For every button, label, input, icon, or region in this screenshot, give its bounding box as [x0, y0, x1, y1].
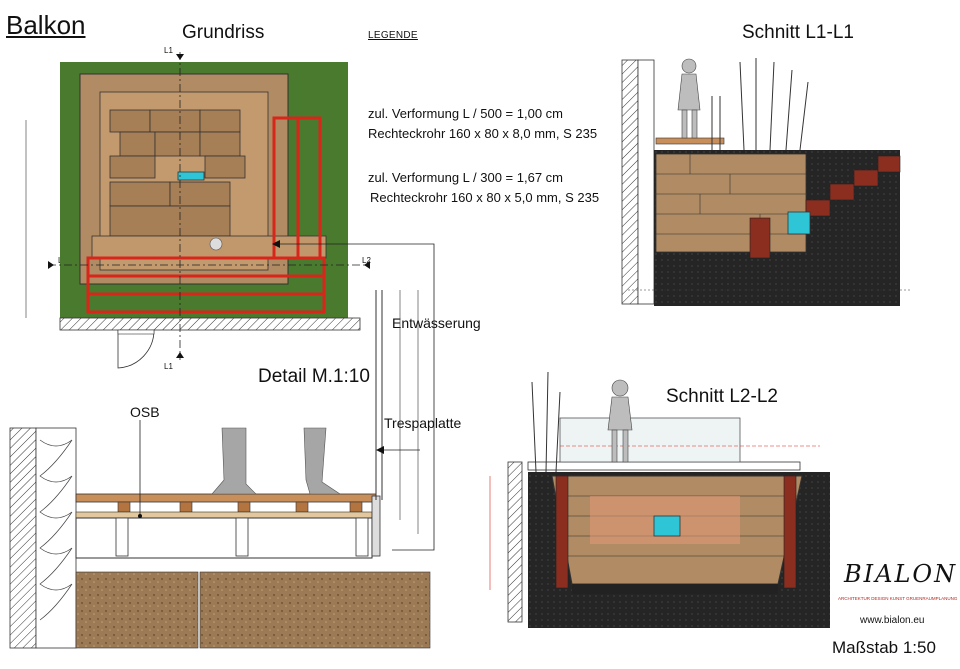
section-l2-reeds [531, 371, 561, 473]
legend-note-1-line-2: Rechteckrohr 160 x 80 x 8,0 mm, S 235 [368, 126, 598, 141]
detail-drawing [9, 290, 431, 649]
detail-wall [9, 427, 37, 649]
plan-steel-beams [86, 116, 326, 314]
cut-l1-bottom: L1 [164, 362, 173, 371]
legend-note-2-line-1: zul. Verformung L / 300 = 1,67 cm [368, 170, 563, 185]
legend-note-2-line-2: Rechteckrohr 160 x 80 x 5,0 mm, S 235 [370, 190, 600, 205]
section-l1-steps [749, 155, 901, 259]
section-l1-stone-wall [655, 153, 807, 253]
logo-wordmark: BIALON [844, 560, 958, 588]
label-osb: OSB [130, 404, 160, 420]
section-l1-reeds [739, 58, 809, 151]
detail-insulation [35, 427, 77, 649]
detail-legs [211, 427, 341, 495]
section-l1-deck [655, 137, 725, 145]
floor-plan [25, 52, 435, 551]
label-trespa: Trespaplatte [384, 415, 462, 431]
plan-water-basin [177, 171, 205, 181]
label-drainage: Entwässerung [392, 315, 481, 331]
plan-door [117, 329, 155, 369]
legend-note-1-line-1: zul. Verformung L / 500 = 1,00 cm [368, 106, 563, 121]
section-l2-heading: Schnitt L2-L2 [666, 386, 778, 407]
section-l2-person [607, 379, 633, 463]
section-l2-wall [507, 461, 523, 623]
page-title: Balkon [6, 10, 86, 40]
legend-heading: LEGENDE [368, 30, 418, 41]
cut-l2-right: L2 [362, 256, 371, 265]
detail-trespa-fascia [371, 495, 381, 557]
section-l1-wall [621, 59, 639, 305]
scale-label: Maßstab 1:50 [832, 638, 936, 657]
plan-wall [59, 317, 361, 331]
section-l2-drawing [489, 371, 830, 628]
section-l1-heading: Schnitt L1-L1 [742, 22, 854, 43]
cut-l1-top: L1 [164, 46, 173, 55]
section-l1-water [787, 211, 811, 235]
logo-url: www.bialon.eu [860, 615, 925, 626]
section-l2-deck [527, 461, 801, 471]
detail-decking [75, 493, 377, 503]
detail-heading: Detail M.1:10 [258, 366, 370, 387]
section-l2-glass-rail [559, 417, 741, 463]
section-l1-drawing [621, 58, 910, 306]
section-l1-person [677, 58, 701, 139]
plan-stones [109, 109, 246, 237]
plan-heading: Grundriss [182, 22, 265, 43]
section-l2-water [653, 515, 681, 537]
detail-ground-right [199, 571, 431, 649]
detail-osb-board [75, 511, 373, 519]
detail-ground-left [75, 571, 199, 649]
logo-tagline: Architektur Design Kunst Gruenraumplanun… [838, 596, 958, 601]
